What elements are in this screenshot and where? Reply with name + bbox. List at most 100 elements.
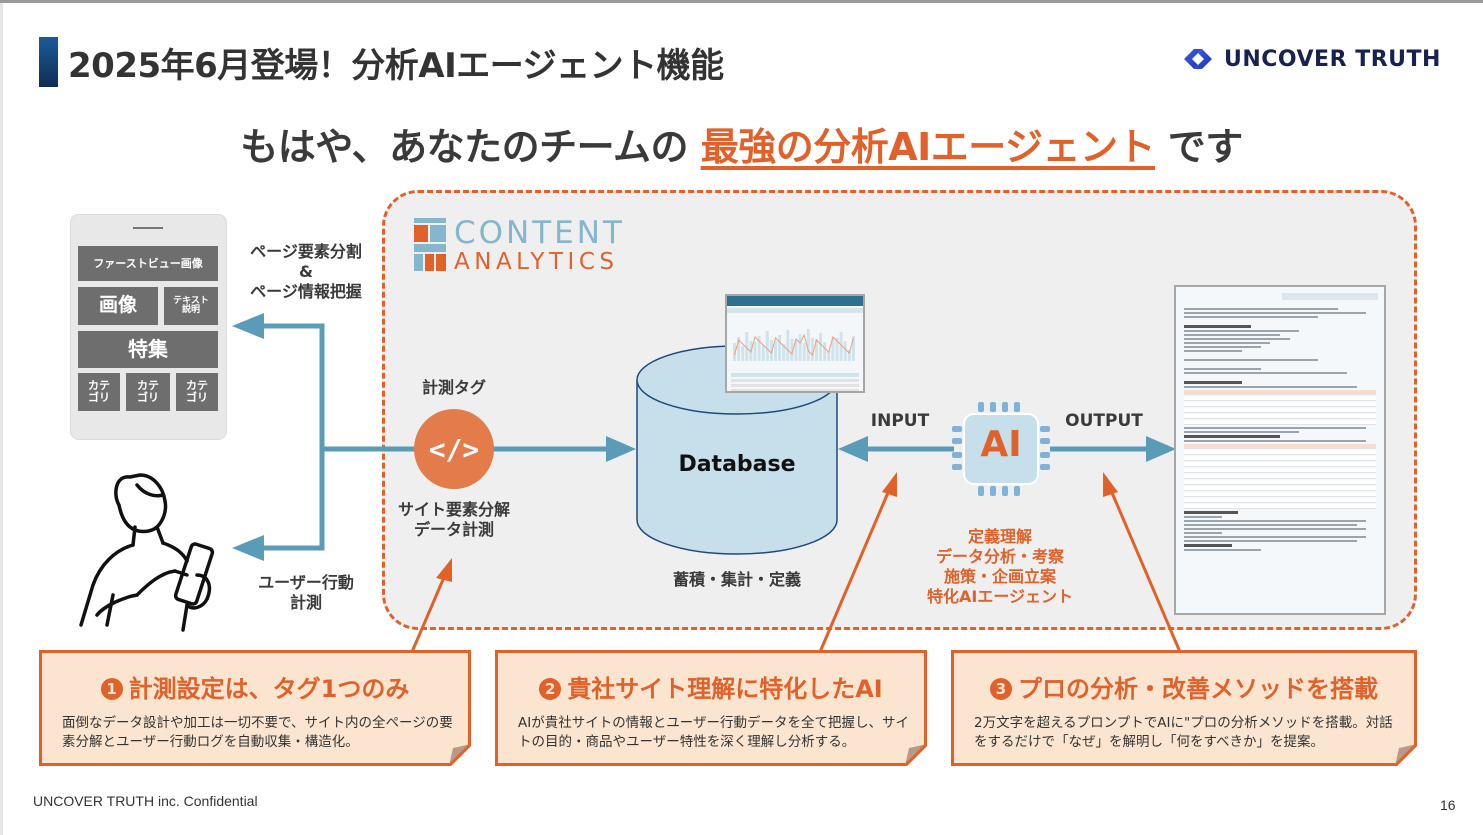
arrowhead-page [232,313,264,339]
arrowhead-output [1146,436,1176,462]
report-table-row [1184,480,1376,485]
wireframe-block-text-line2: 説明 [181,305,200,315]
report-table-row [1184,402,1376,407]
thumbnail-bar [835,338,839,361]
report-text-line [1184,316,1319,318]
thumbnail-bar [786,330,790,361]
headline-suffix: です [1155,125,1244,169]
arrowhead-input [838,436,868,462]
ai-chip-icon [952,402,1050,496]
thumbnail-bar [753,342,757,361]
category-line1: カテ [186,379,208,393]
report-table-row [1184,456,1376,461]
dashboard-table-header [731,373,859,377]
output-label: OUTPUT [1065,411,1143,431]
left-border [0,3,3,835]
database-caption: 蓄積・集計・定義 [672,570,801,589]
report-text-line [1184,524,1357,526]
category-line2: ゴリ [88,391,110,404]
content-analytics-logo-line2: ANALYTICS [454,249,619,275]
content-analytics-logo-icon [414,218,446,271]
ai-caption: 定義理解 データ分析・考察 施策・企画立案 特化AIエージェント [910,527,1090,607]
thumbnail-bar [782,344,786,361]
page-analysis-label-line3: ページ情報把握 [250,282,362,301]
ai-caption-line: データ分析・考察 [935,547,1064,566]
report-text-line [1184,536,1367,538]
ai-chip-label: AI [980,424,1022,465]
report-table-row [1184,474,1376,479]
dashboard-table-row [731,384,859,387]
arrow-to-user [262,449,325,551]
page-analysis-label: ページ要素分割 & ページ情報把握 [240,242,372,302]
title-accent-bar [39,37,58,87]
thumbnail-bar [827,351,831,361]
ai-caption-line: 定義理解 [967,527,1032,546]
thumbnail-bar [794,340,798,361]
thumbnail-line [734,333,854,356]
dashboard-screenshot-thumbnail [725,294,865,393]
thumbnail-bar [847,350,851,361]
dashboard-header-bar [727,296,863,306]
wireframe-block-image: 画像 [78,287,158,325]
thumbnail-bar [802,343,806,361]
report-table-row [1184,390,1376,395]
analysis-report-thumbnail [1174,285,1386,615]
category-line1: カテ [88,379,110,393]
brand-logo: UNCOVER TRUTH [1180,42,1441,76]
phone-speaker [133,227,163,229]
thumbnail-bar [819,333,823,361]
thumbnail-bar [745,332,749,361]
report-text-line [1184,431,1300,433]
report-table-row [1184,444,1376,449]
dashboard-table-row [731,389,859,391]
thumbnail-bar [798,334,802,361]
report-table-row [1184,396,1376,401]
report-text-line [1184,338,1290,340]
ai-caption-line: 特化AIエージェント [926,587,1074,606]
report-table-row [1184,486,1376,491]
report-heading-line [1184,511,1238,514]
dashboard-chart [733,329,855,361]
footer-confidential: UNCOVER TRUTH inc. Confidential [33,793,258,809]
pointer-head-3 [1103,472,1118,497]
report-text-line [1184,427,1367,429]
wireframe-block-firstview: ファーストビュー画像 [78,246,218,281]
report-text-line [1184,330,1300,332]
pointer-head-2 [882,472,897,497]
brand-logo-text: UNCOVER TRUTH [1224,46,1441,72]
input-label: INPUT [870,411,930,431]
report-table-row [1184,498,1376,503]
wireframe-block-category: カテ ゴリ [176,373,218,411]
thumbnail-bar [815,339,818,361]
page-fold-icon [1395,744,1417,766]
report-text-line [1184,520,1367,522]
report-text-line [1184,549,1261,551]
user-tracking-label-line2: 計測 [289,593,322,612]
report-text-line [1184,350,1242,352]
category-line2: ゴリ [186,391,208,404]
thumbnail-bar [741,346,745,361]
report-text-line [1184,342,1271,344]
user-tracking-label-line1: ユーザー行動 [258,573,354,592]
report-text-line [1184,312,1367,314]
measurement-tag-node: </> [414,409,494,489]
thumbnail-bar [778,335,782,361]
thumbnail-bar [733,343,736,361]
report-table-row [1184,468,1376,473]
category-line1: カテ [137,379,159,393]
report-heading-line [1184,381,1242,384]
pointer-line-1 [410,574,447,653]
report-table-row [1184,462,1376,467]
callout-3-title-text: プロの分析・改善メソッドを搭載 [1018,675,1378,703]
report-body [1176,300,1384,559]
page-analysis-label-line1: ページ要素分割 [250,242,362,261]
thumbnail-bar [765,331,769,361]
report-table-row [1184,450,1376,455]
arrow-to-page [262,323,420,452]
report-text-line [1184,540,1357,542]
report-text-line [1184,532,1223,534]
thumbnail-bar [851,336,855,361]
